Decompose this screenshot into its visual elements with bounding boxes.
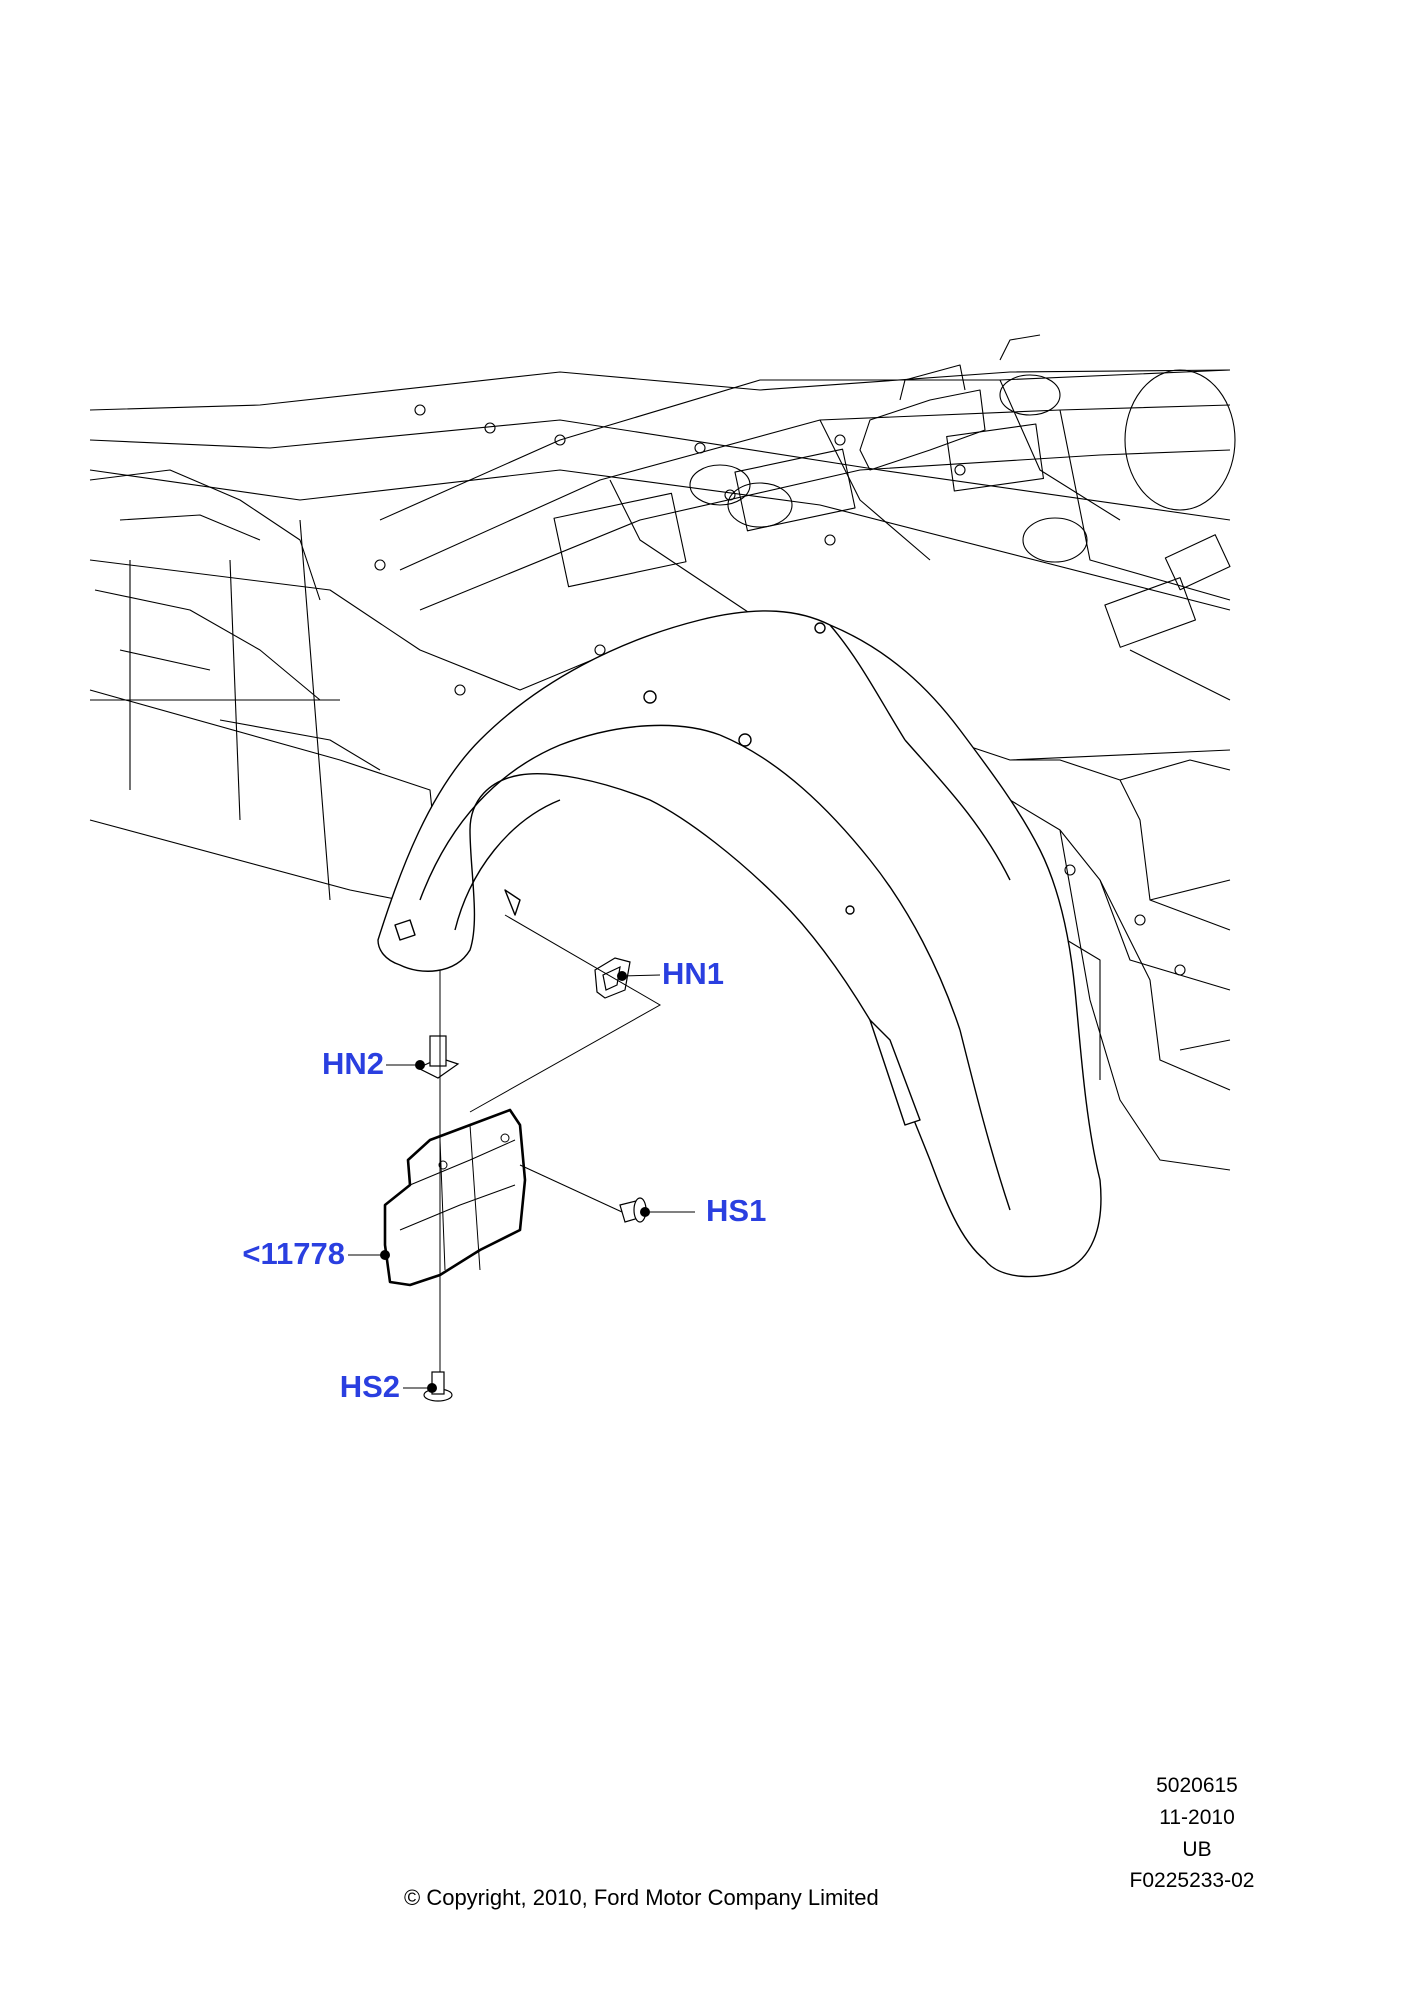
assembly-lines [348, 914, 695, 1389]
fastener-hn2 [416, 1035, 460, 1079]
drawing-meta-block: 5020615 11-2010 UB [1117, 1770, 1277, 1866]
fastener-hn1 [594, 957, 631, 999]
callout-hn2: HN2 [322, 1046, 384, 1081]
callout-hn1: HN1 [662, 956, 724, 991]
underbody-floor-structure [89, 334, 1236, 1171]
callout-hs1: HS1 [706, 1193, 766, 1228]
drawing-date: 11-2010 [1159, 1806, 1235, 1829]
figure-id: F0225233-02 [1129, 1869, 1255, 1892]
drawing-number: 5020615 [1156, 1774, 1238, 1797]
copyright-notice: © Copyright, 2010, Ford Motor Company Li… [404, 1885, 879, 1910]
liner-extension-part [383, 1108, 527, 1287]
callout-hs2: HS2 [340, 1369, 400, 1404]
drawing-code: UB [1182, 1838, 1212, 1861]
callout-part-11778: <11778 [242, 1236, 345, 1271]
wheel-arch-liner [377, 610, 1102, 1278]
leader-dots [380, 971, 650, 1393]
